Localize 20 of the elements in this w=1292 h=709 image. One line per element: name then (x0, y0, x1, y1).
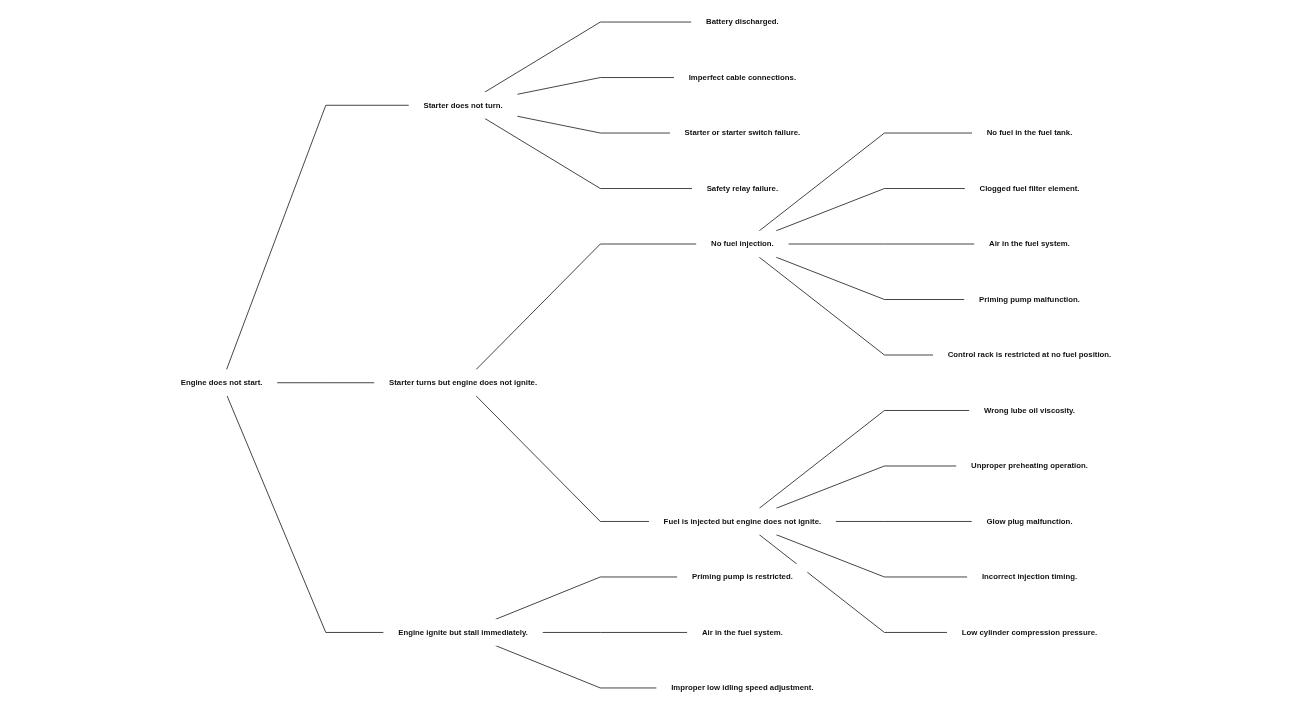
connector (495, 576, 678, 620)
connector (775, 256, 965, 300)
connector (516, 76, 675, 95)
connector (484, 117, 693, 189)
connector (758, 409, 970, 509)
connector (835, 520, 973, 522)
connector (758, 132, 973, 231)
connector (758, 256, 934, 355)
connector (475, 243, 697, 370)
connector (226, 104, 410, 370)
connector (495, 644, 657, 688)
connector (775, 533, 968, 577)
connector (758, 533, 948, 633)
connector (475, 395, 650, 522)
connector (775, 187, 966, 231)
connector (775, 465, 957, 509)
connector (226, 395, 384, 633)
connector (484, 21, 692, 92)
connector (542, 631, 688, 633)
connector (516, 115, 671, 133)
